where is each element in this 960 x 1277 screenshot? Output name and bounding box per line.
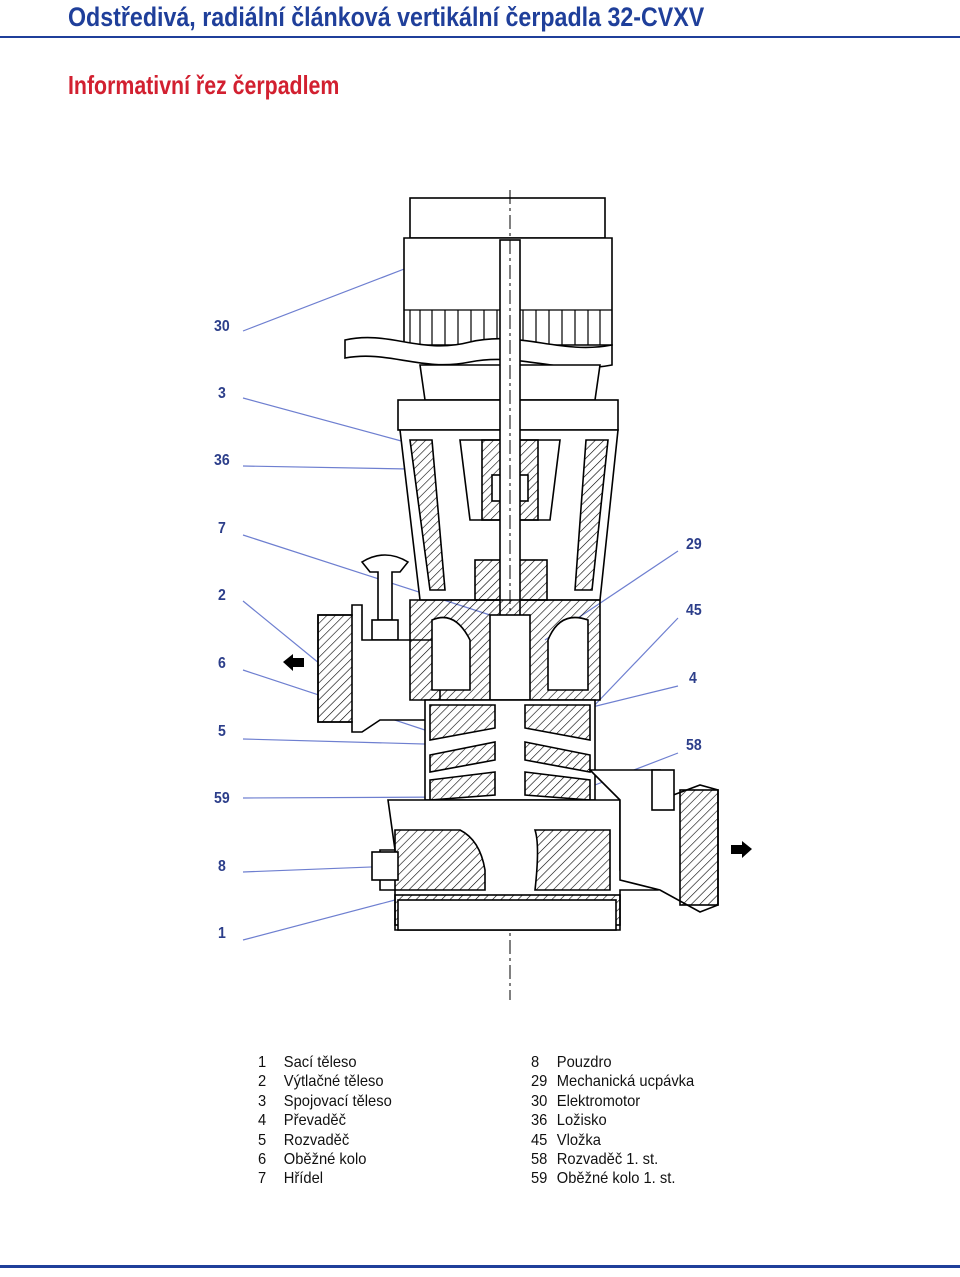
callout-3: 3 xyxy=(218,385,226,402)
callout-59: 59 xyxy=(214,790,230,807)
callout-45: 45 xyxy=(686,602,702,619)
callout-29: 29 xyxy=(686,536,702,553)
vent-handle xyxy=(360,554,410,621)
outlet-arrow xyxy=(283,654,304,671)
callout-5: 5 xyxy=(218,723,226,740)
leader-1 xyxy=(242,899,396,941)
inlet-arrow xyxy=(731,841,752,858)
flow-arrows xyxy=(283,654,752,858)
callout-1: 1 xyxy=(218,925,226,942)
leader-3 xyxy=(242,397,406,443)
leader-4 xyxy=(579,685,679,711)
leader-59 xyxy=(242,796,456,799)
drain-bolt xyxy=(371,851,399,881)
callout-6: 6 xyxy=(218,655,226,672)
impellers xyxy=(429,704,591,801)
leader-45 xyxy=(589,617,679,711)
leader-5 xyxy=(242,738,461,746)
leader-30 xyxy=(242,265,413,332)
callout-30: 30 xyxy=(214,318,230,335)
callout-4: 4 xyxy=(689,670,697,687)
page-title: Odstředivá, radiální článková vertikální… xyxy=(68,2,705,32)
motor-break xyxy=(344,336,613,369)
callout-36: 36 xyxy=(214,452,230,469)
callout-2: 2 xyxy=(218,587,226,604)
page-subtitle: Informativní řez čerpadlem xyxy=(68,70,340,100)
callout-7: 7 xyxy=(218,520,226,537)
motor-top-cap xyxy=(409,197,606,239)
callout-58: 58 xyxy=(686,737,702,754)
footer-rule xyxy=(0,1265,960,1268)
callout-8: 8 xyxy=(218,858,226,875)
header-rule xyxy=(0,36,960,38)
